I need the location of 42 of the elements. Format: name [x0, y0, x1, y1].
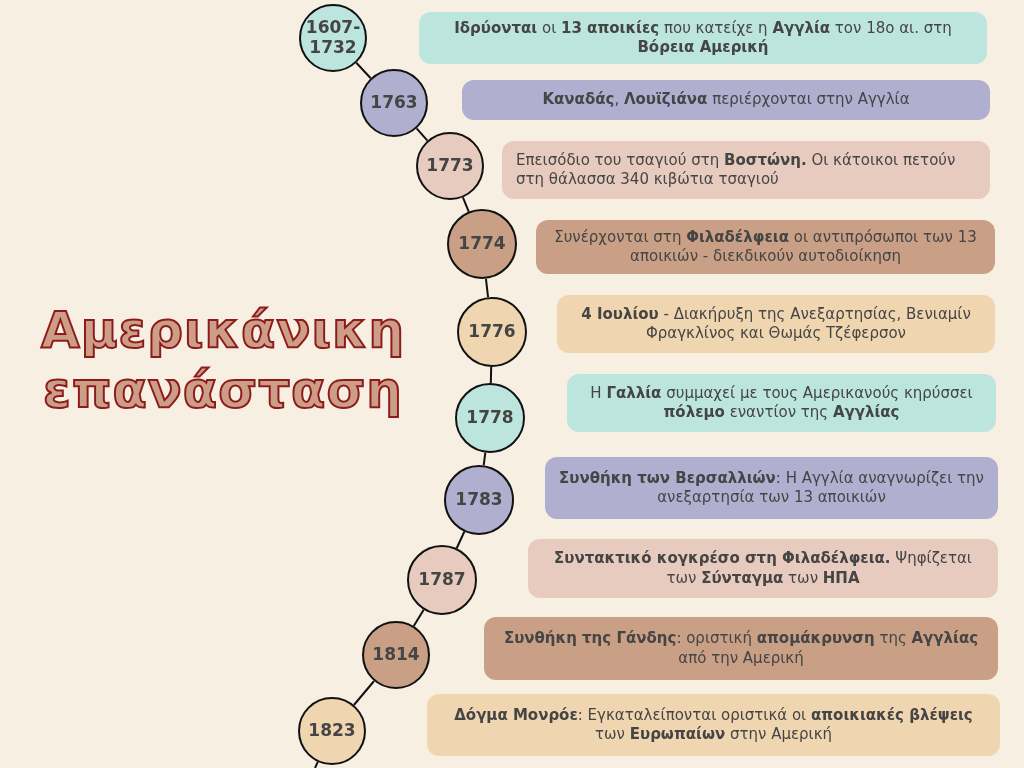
connector-line	[352, 680, 376, 706]
connector-line	[314, 760, 319, 768]
event-card	[484, 617, 998, 680]
event-text: 4 Ιουλίου - Διακήρυξη της Ανεξαρτησίας, Βενιαμίν Φραγκλίνος και Θωμάς Τζέφερσον	[580, 304, 972, 344]
connector-line	[455, 530, 466, 550]
year-label: 1763	[370, 93, 418, 113]
year-label: 1823	[308, 721, 356, 741]
connector-line	[484, 277, 490, 299]
event-text: Συνθήκη της Γάνδης: οριστική απομάκρυνση της Αγγλίας από την Αμερική	[502, 629, 980, 668]
event-card	[557, 295, 995, 353]
year-label: 1776	[468, 322, 516, 342]
event-text: Συντακτικό κογκρέσο στη Φιλαδέλφεια. Ψηφίζεται των Σύνταγμα των ΗΠΑ	[553, 549, 973, 588]
title: Αμερικάνικη επανάσταση	[39, 300, 407, 420]
event-text: Δόγμα Μονρόε: Εγκαταλείπονται οριστικά οι αποικιακές βλέψεις των Ευρωπαίων στην Αμερική	[453, 705, 974, 745]
connector-line	[489, 366, 493, 384]
event-text: Συνέρχονται στη Φιλαδέλφεια οι αντιπρόσωποι των 13 αποικιών - διεκδικούν αυτοδιοίκηση	[553, 227, 978, 267]
event-card	[567, 374, 996, 432]
event-card	[545, 457, 998, 519]
connector-line	[482, 451, 487, 467]
connector-line	[412, 608, 425, 627]
year-label: 1607- 1732	[304, 18, 362, 58]
year-label: 1787	[418, 570, 466, 590]
connector-line	[415, 127, 429, 142]
event-card	[427, 694, 1000, 756]
event-text: Συνθήκη των Βερσαλλιών: Η Αγγλία αναγνωρίζει την ανεξαρτησία των 13 αποικιών	[558, 468, 985, 508]
connector-line	[355, 61, 372, 80]
year-label: 1783	[455, 490, 503, 510]
year-label: 1778	[466, 408, 514, 428]
connector-line	[461, 196, 470, 213]
year-label: 1773	[426, 156, 474, 176]
event-text: Καναδάς, Λουϊζιάνα περιέρχονται στην Αγγλία	[542, 90, 910, 110]
event-card	[502, 141, 990, 199]
event-card	[462, 80, 990, 120]
event-card	[419, 12, 987, 64]
event-text: Η Γαλλία συμμαχεί με τους Αμερικανούς κηρύσσει πόλεμο εναντίον της Αγγλίας	[589, 383, 974, 423]
event-card	[536, 220, 995, 274]
event-text: Ιδρύονται οι 13 αποικίες που κατείχε η Αγγλία τον 18ο αι. στη Βόρεια Αμερική	[453, 18, 953, 58]
event-card	[528, 539, 998, 598]
year-label: 1774	[458, 234, 506, 254]
year-label: 1814	[372, 645, 420, 665]
year-circle	[360, 69, 428, 137]
event-text: Επεισόδιο του τσαγιού στη Βοστώνη. Οι κάτοικοι πετούν στη θάλασσα 340 κιβώτια τσαγιού	[516, 150, 957, 190]
